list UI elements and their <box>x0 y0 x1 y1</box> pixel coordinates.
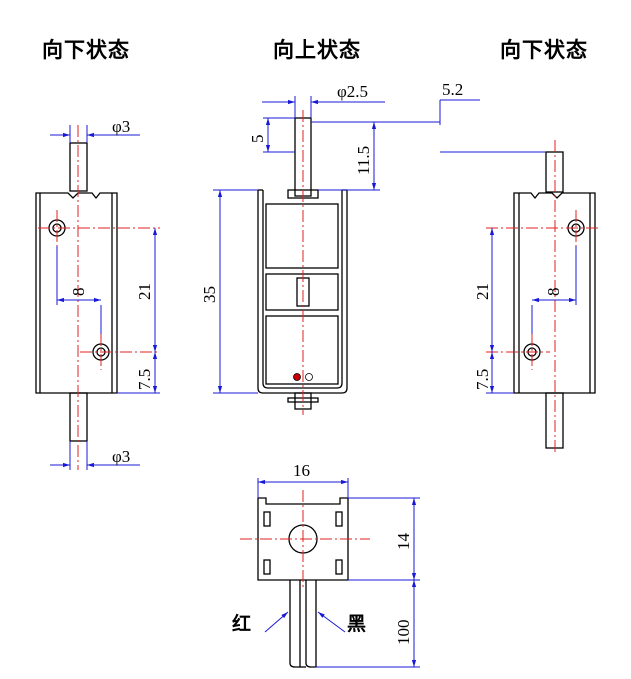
title-left-down-state: 向下状态 <box>42 38 130 62</box>
dim-center-rod-len: 11.5 <box>354 146 373 175</box>
dim-left-top-dia: φ3 <box>112 117 130 136</box>
left-view <box>35 125 160 470</box>
bottom-body <box>257 497 349 581</box>
red-lead-wire <box>289 580 301 668</box>
dim-bottom-height: 14 <box>394 533 413 551</box>
dim-center-height: 35 <box>200 286 219 303</box>
black-lead-marker <box>305 373 313 381</box>
center-coil-upper <box>265 203 339 269</box>
left-body <box>35 192 118 394</box>
dim-lead-length: 100 <box>394 620 413 646</box>
dim-center-rod-top: 5 <box>248 135 267 144</box>
label-red-wire: 红 <box>232 612 251 635</box>
dim-center-rod-dia: φ2.5 <box>337 82 368 101</box>
title-center-up-state: 向上状态 <box>273 38 361 62</box>
red-lead-marker <box>293 373 301 381</box>
center-coil-lower <box>265 315 339 385</box>
center-view <box>213 96 480 415</box>
title-right-down-state: 向下状态 <box>500 38 588 62</box>
label-black-wire: 黑 <box>347 613 366 635</box>
dim-left-offset: 7.5 <box>135 369 154 390</box>
dim-center-stroke: 5.2 <box>442 80 463 99</box>
right-view <box>440 140 598 455</box>
right-body <box>513 192 596 394</box>
black-lead-wire <box>305 580 317 668</box>
dim-bottom-width: 16 <box>293 461 310 480</box>
bottom-view <box>240 478 420 668</box>
dim-right-offset: 7.5 <box>473 369 492 390</box>
dim-left-height: 21 <box>135 283 154 300</box>
dim-right-hole-spacing: 8 <box>544 288 563 297</box>
dim-right-height: 21 <box>473 283 492 300</box>
dim-left-bottom-dia: φ3 <box>112 447 130 466</box>
dim-left-hole-spacing: 8 <box>69 288 88 297</box>
